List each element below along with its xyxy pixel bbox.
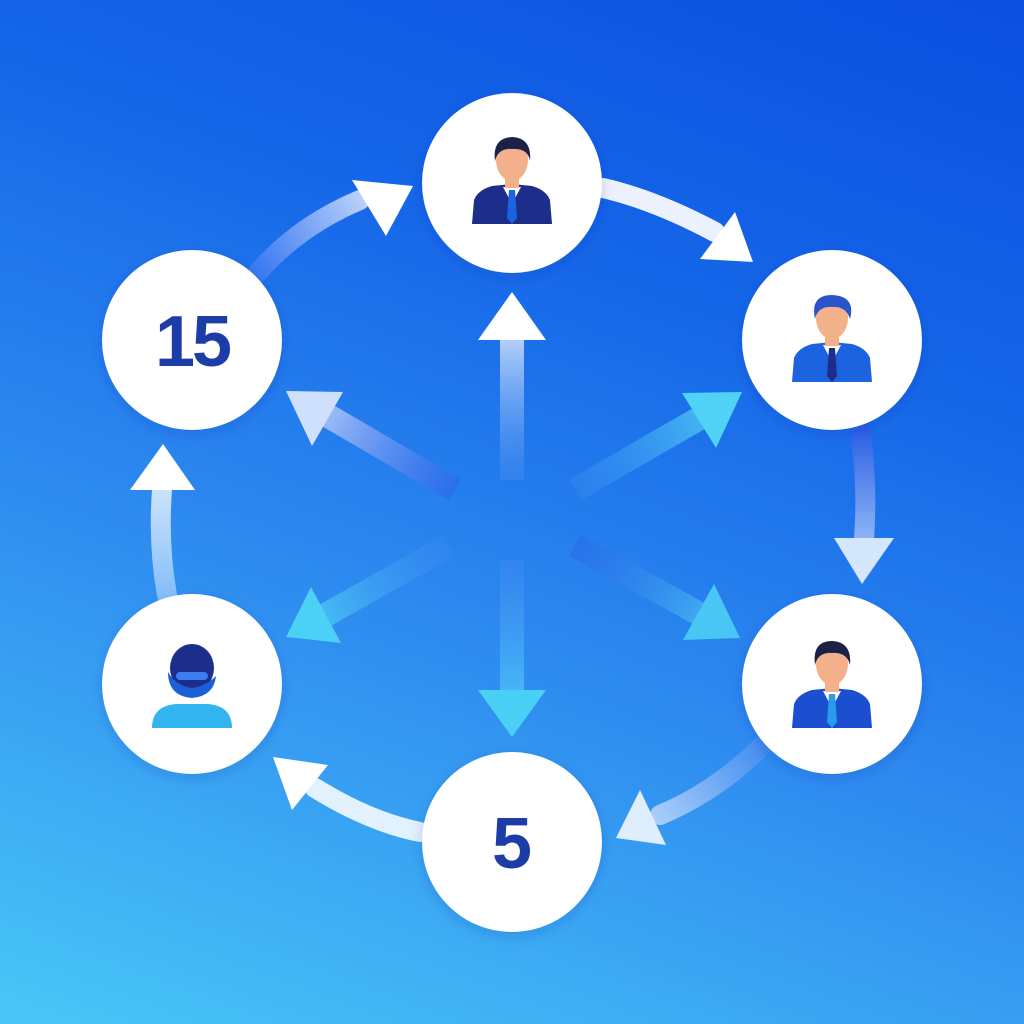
hub-arrows xyxy=(286,292,742,737)
hub-arrow-to-lower-right xyxy=(569,534,740,640)
cycle-arrows xyxy=(130,178,894,845)
node-bottom[interactable]: 5 xyxy=(422,752,602,932)
node-bottom-label: 5 xyxy=(492,804,532,884)
node-upper-left-label: 15 xyxy=(155,302,231,382)
hub-arrow-to-lower-left xyxy=(286,534,456,643)
cycle-arrow-upper-right-to-lower-right xyxy=(834,420,894,584)
hub-arrow-to-bottom xyxy=(478,560,546,737)
hub-arrow-to-top xyxy=(478,292,546,480)
node-top[interactable] xyxy=(422,93,602,273)
cycle-arrow-top-to-upper-right xyxy=(593,178,753,262)
businessman-icon xyxy=(792,641,872,728)
node-lower-left[interactable] xyxy=(102,594,282,774)
businessman-blue-hair-icon xyxy=(792,295,872,382)
node-lower-right[interactable] xyxy=(742,594,922,774)
businessman-icon xyxy=(472,137,552,224)
hub-arrow-to-upper-left xyxy=(286,391,462,501)
cycle-arrow-lower-left-to-upper-left xyxy=(130,444,195,605)
cycle-arrow-upper-left-to-top xyxy=(248,180,413,282)
support-agent-icon xyxy=(152,644,232,728)
cycle-arrow-bottom-to-lower-left xyxy=(273,757,430,842)
hub-arrow-to-upper-right xyxy=(569,392,742,501)
cycle-arrow-lower-right-to-bottom xyxy=(616,728,780,845)
node-upper-left[interactable]: 15 xyxy=(102,250,282,430)
node-upper-right[interactable] xyxy=(742,250,922,430)
